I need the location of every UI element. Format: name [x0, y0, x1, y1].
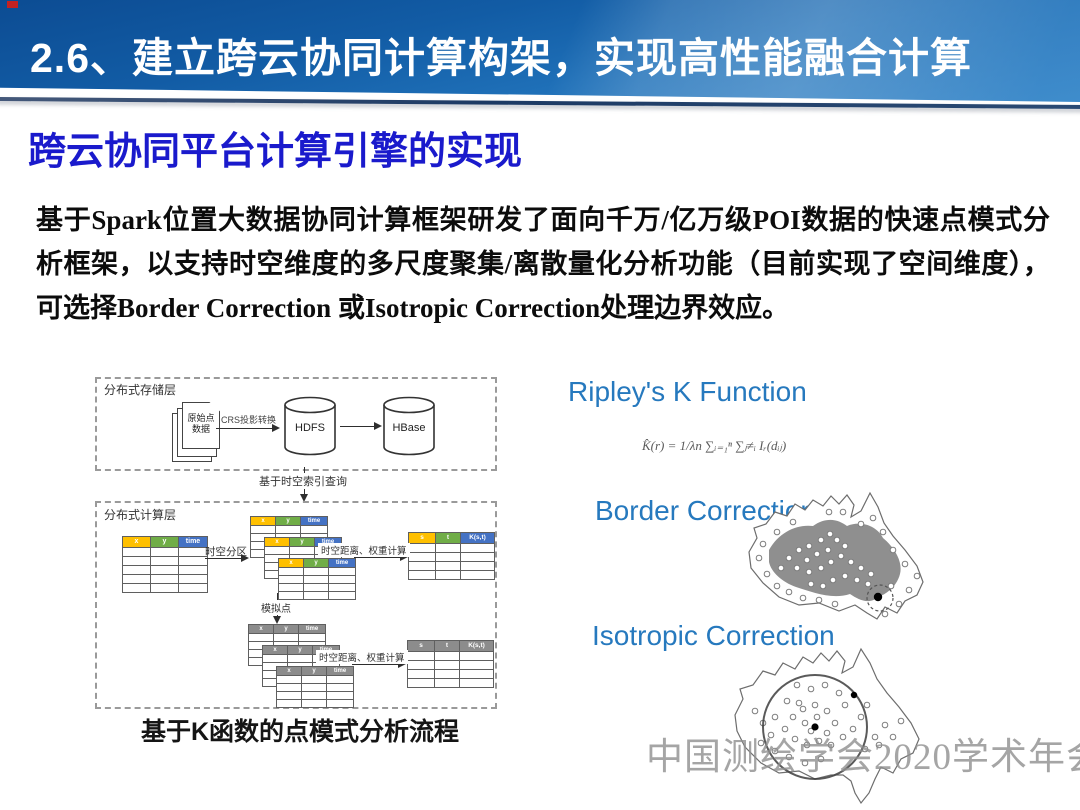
section-title: 跨云协同平台计算引擎的实现 — [28, 131, 523, 173]
doc-page-front: 原始点 数据 — [182, 402, 220, 449]
distance-arrow-label-2: 时空距离、权重计算 — [316, 650, 408, 664]
body-paragraph: 基于Spark位置大数据协同计算框架研发了面向千万/亿万级POI数据的快速点模式… — [36, 205, 1050, 323]
distance-arrow-label-1: 时空距离、权重计算 — [318, 543, 410, 557]
hdfs-to-hbase-arrow — [340, 422, 382, 430]
sim-points-label: 模拟点 — [258, 600, 294, 615]
ripley-title: Ripley's K Function — [568, 376, 807, 407]
col-time: time — [178, 536, 208, 548]
red-corner-mark — [7, 1, 18, 8]
watermark: 中国测绘学会2020学术年会 — [646, 737, 1080, 778]
hdfs-cylinder-icon: HDFS — [283, 396, 337, 456]
k-result-table-bottom: s t K(s,t) — [407, 640, 494, 688]
sim-table-3: x y time — [276, 666, 354, 708]
ripley-formula: K̂(r) = 1/λn ∑ᵢ₌₁ⁿ ∑ⱼ≠ᵢ Iᵣ(dᵢⱼ) — [642, 438, 787, 453]
title-banner: 2.6、建立跨云协同计算构架，实现高性能融合计算 — [0, 0, 1080, 102]
hbase-label: HBase — [392, 422, 426, 434]
diagram-caption: 基于K函数的点模式分析流程 — [140, 718, 460, 746]
isotropic-correction-map — [734, 647, 920, 805]
partition-table-3: x y time — [278, 558, 356, 600]
compute-layer-label: 分布式计算层 — [104, 508, 177, 522]
banner-sheen — [0, 0, 1080, 102]
focal-point-dot — [873, 592, 883, 602]
distance-arrow-2 — [352, 660, 406, 668]
crs-arrow-label: CRS投影转换 — [221, 415, 277, 425]
k-result-table-top: s t K(s,t) — [408, 532, 495, 580]
crs-arrow — [216, 424, 280, 432]
center-point-dot — [811, 723, 819, 731]
hbase-cylinder-icon: HBase — [382, 396, 436, 456]
hdfs-label: HDFS — [295, 422, 325, 434]
banner-title: 2.6、建立跨云协同计算构架，实现高性能融合计算 — [30, 35, 972, 81]
raw-points-doc-icon: 原始点 数据 — [172, 402, 224, 462]
compute-layer-box — [95, 501, 497, 709]
distance-arrow-1 — [354, 553, 408, 561]
col-y: y — [150, 536, 179, 548]
storage-layer-label: 分布式存储层 — [104, 383, 177, 397]
border-buffer-circle — [866, 584, 894, 612]
partition-arrow-label: 时空分区 — [205, 546, 247, 558]
doc-label-line1: 原始点 — [187, 413, 215, 423]
col-x: x — [122, 536, 151, 548]
input-points-table: x y time — [122, 536, 208, 593]
isotropic-radius-circle — [762, 674, 868, 780]
partition-arrow — [205, 554, 249, 562]
border-correction-map — [748, 491, 924, 620]
storage-layer-box — [95, 377, 497, 471]
isotropic-correction-title: Isotropic Correction — [592, 620, 835, 651]
query-arrow-label: 基于时空索引查询 — [256, 473, 350, 489]
doc-label-line2: 数据 — [191, 424, 210, 434]
rim-point-dot — [850, 691, 858, 699]
